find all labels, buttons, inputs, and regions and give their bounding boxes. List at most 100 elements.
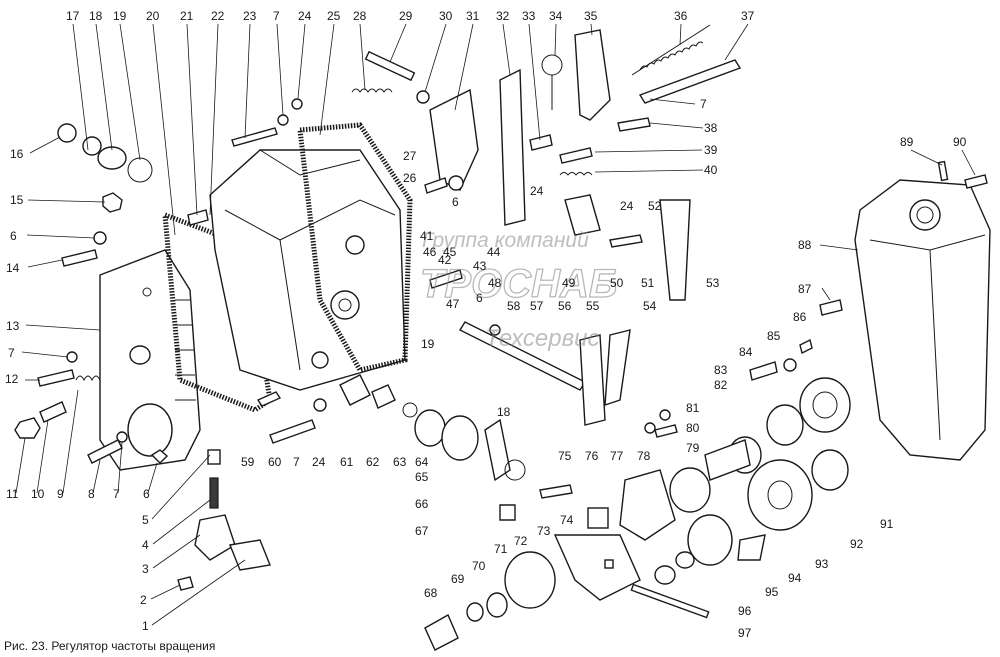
callout-60: 60	[268, 455, 282, 469]
callout-31: 31	[466, 9, 480, 23]
callout-15: 15	[10, 193, 24, 207]
figure-caption: Рис. 23. Регулятор частоты вращения	[4, 639, 215, 653]
callout-83: 83	[714, 363, 728, 377]
callout-94: 94	[788, 571, 802, 585]
callout-21: 21	[180, 9, 194, 23]
callout-34: 34	[549, 9, 563, 23]
callout-20: 20	[146, 9, 160, 23]
callout-7-left: 7	[8, 346, 15, 360]
governor-housing	[209, 149, 406, 391]
callout-43: 43	[473, 259, 487, 273]
callout-18-mid: 18	[497, 405, 511, 419]
watermark: Группа компаний ТРОСНАБ Техсервис	[419, 229, 618, 352]
callout-78: 78	[637, 449, 651, 463]
callout-23: 23	[243, 9, 257, 23]
callout-80: 80	[686, 421, 700, 435]
callout-7-top: 7	[273, 9, 280, 23]
gears-and-flyweights	[424, 338, 851, 651]
callout-76: 76	[585, 449, 599, 463]
callout-8: 8	[88, 487, 95, 501]
callout-46: 46	[423, 245, 437, 259]
callout-59: 59	[241, 455, 255, 469]
callout-56: 56	[558, 299, 572, 313]
callout-38: 38	[704, 121, 718, 135]
callout-52: 52	[648, 199, 662, 213]
callout-14: 14	[6, 261, 20, 275]
callout-6-mid: 6	[452, 195, 459, 209]
callout-70: 70	[472, 559, 486, 573]
callout-72: 72	[514, 534, 528, 548]
callout-68: 68	[424, 586, 438, 600]
callout-42: 42	[438, 253, 452, 267]
callout-74: 74	[560, 513, 574, 527]
callout-4: 4	[142, 538, 149, 552]
callout-6-lower: 6	[143, 487, 150, 501]
callout-39: 39	[704, 143, 718, 157]
callout-30: 30	[439, 9, 453, 23]
callout-55: 55	[586, 299, 600, 313]
callout-6-left: 6	[10, 229, 17, 243]
callout-54: 54	[643, 299, 657, 313]
callout-10: 10	[31, 487, 45, 501]
callout-77: 77	[610, 449, 624, 463]
callout-7-lower: 7	[113, 487, 120, 501]
callout-2: 2	[140, 593, 147, 607]
callout-25: 25	[327, 9, 341, 23]
governor-body-right	[819, 160, 991, 461]
callout-12: 12	[5, 372, 19, 386]
callout-7-right: 7	[700, 97, 707, 111]
small-parts-left	[14, 98, 479, 591]
callout-91: 91	[880, 517, 894, 531]
callout-49: 49	[562, 276, 576, 290]
callout-61: 61	[340, 455, 354, 469]
callout-66: 66	[415, 497, 429, 511]
governor-cover	[99, 249, 201, 471]
callout-67: 67	[415, 524, 429, 538]
callout-53: 53	[706, 276, 720, 290]
callout-93: 93	[815, 557, 829, 571]
callout-35: 35	[584, 9, 598, 23]
callout-44: 44	[487, 245, 501, 259]
callout-17: 17	[66, 9, 80, 23]
callout-86: 86	[793, 310, 807, 324]
watermark-logo: ТРОСНАБ	[420, 262, 617, 306]
callout-75: 75	[558, 449, 572, 463]
callout-24-top: 24	[298, 9, 312, 23]
callout-41: 41	[420, 229, 434, 243]
callout-73: 73	[537, 524, 551, 538]
callout-48: 48	[488, 276, 502, 290]
callout-58: 58	[507, 299, 521, 313]
callout-82: 82	[714, 378, 728, 392]
callout-5: 5	[142, 513, 149, 527]
callout-97: 97	[738, 626, 752, 640]
callout-33: 33	[522, 9, 536, 23]
callout-81: 81	[686, 401, 700, 415]
watermark-line2: Техсервис	[485, 325, 599, 352]
callout-50: 50	[610, 276, 624, 290]
callout-64: 64	[415, 455, 429, 469]
callout-89: 89	[900, 135, 914, 149]
callout-36: 36	[674, 9, 688, 23]
callout-11: 11	[6, 487, 19, 501]
callout-6-shaft: 6	[476, 291, 483, 305]
callout-84: 84	[739, 345, 753, 359]
callout-22: 22	[211, 9, 225, 23]
callout-45: 45	[443, 245, 457, 259]
callout-16: 16	[10, 147, 24, 161]
callout-57: 57	[530, 299, 544, 313]
callout-27: 27	[403, 149, 417, 163]
callout-96: 96	[738, 604, 752, 618]
callout-90: 90	[953, 135, 967, 149]
callout-71: 71	[494, 542, 508, 556]
callout-28: 28	[353, 9, 367, 23]
watermark-line1: Группа компаний	[422, 229, 589, 252]
small-parts-top	[351, 24, 742, 301]
callout-47: 47	[446, 297, 460, 311]
callout-19: 19	[113, 9, 127, 23]
callout-19-mid: 19	[421, 337, 435, 351]
callout-62: 62	[366, 455, 380, 469]
callout-95: 95	[765, 585, 779, 599]
leader-lines	[15, 23, 976, 626]
